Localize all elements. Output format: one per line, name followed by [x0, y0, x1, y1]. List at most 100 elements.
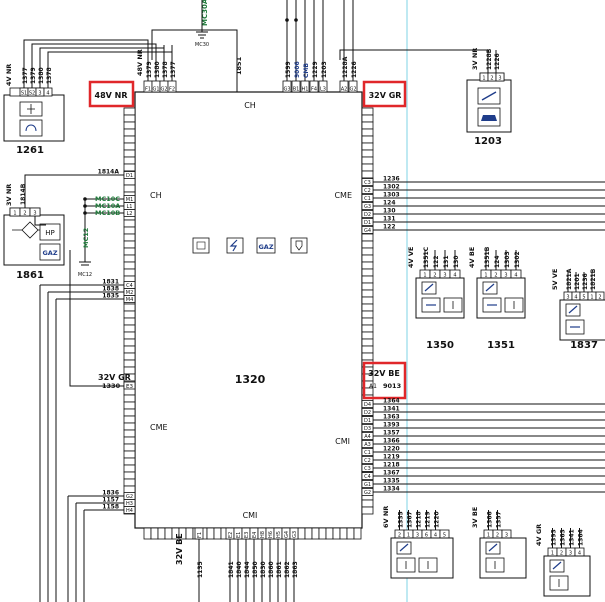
ecu-pin-left [123, 359, 136, 368]
right-wire-b-1363: 1363 [383, 414, 400, 421]
ecu-pin-left [123, 464, 136, 473]
gaz-text: GAZ [258, 243, 273, 251]
ecu-pin-bottom [206, 527, 215, 540]
ecu-pin-left [123, 247, 136, 256]
ecu-pin-right [361, 107, 374, 116]
connector-48v-nr-highlight[interactable] [88, 80, 135, 108]
connector-32v-be-pin: A1 [369, 383, 377, 390]
right-pin-C1-text: C1 [364, 196, 371, 202]
ecu-label-cme-right: CME [334, 191, 352, 200]
mc12-label: MC12 [82, 228, 90, 248]
component-1351-wire-124: 124 [494, 255, 501, 268]
bottom-pin-text-H8: H8 [260, 531, 266, 538]
ecu-pin-right [361, 170, 374, 179]
top-right-pin-L3-text: L3 [320, 87, 326, 93]
ecu-pin-left [123, 450, 136, 459]
bottom-pin-text-E3: E3 [244, 532, 250, 538]
component-3v-be-wire-1366: 1366 [487, 511, 494, 528]
ecu-pin-left [123, 408, 136, 417]
ecu-pin-left [123, 443, 136, 452]
component-1261-pin-S2-text: S2 [29, 91, 35, 97]
bottom-wire-1135: 1135 [197, 561, 204, 578]
top-pin-F2-text: F2 [169, 87, 175, 93]
component-1261-pin-3-text: 3 [38, 91, 41, 97]
right-wire-b-1341: 1341 [383, 406, 400, 413]
ecu-pin-right [361, 135, 374, 144]
ecu-pin-bottom [318, 527, 327, 540]
right-wire-b-1218: 1218 [383, 462, 400, 469]
ecu-id: 1320 [235, 373, 266, 386]
connector-48v-nr-label: 48V NR [95, 91, 128, 100]
ecu-pin-bottom [339, 527, 348, 540]
bottom-pin-text-F1: F1 [197, 532, 203, 538]
component-1261-id: 1261 [16, 145, 44, 156]
right-wire-b-1366: 1366 [383, 438, 400, 445]
ecu-pin-left [123, 233, 136, 242]
component-6v-nr-sensor-glyph [399, 543, 409, 552]
ecu-pin-left [123, 177, 136, 186]
left-pin-C4-text: C4 [126, 283, 133, 289]
right-wire-1236: 1236 [383, 176, 400, 183]
right-wire-b-1364: 1364 [383, 398, 400, 405]
component-6v-nr-wire-1220: 1220 [434, 511, 441, 528]
component-4v-gr-wire-1364: 1364 [578, 529, 585, 546]
top-right-pin-G3-text: G3 [283, 87, 290, 93]
hp-icon [39, 223, 61, 241]
bottom-wire-1840: 1840 [236, 561, 243, 578]
bottom-pin-text-E4: E4 [252, 532, 258, 538]
component-6v-nr-pin-1-text: 1 [407, 533, 410, 539]
right-pin-b-D2-text: D2 [364, 410, 371, 416]
component-6v-nr-pin-2-text: 2 [398, 533, 401, 539]
chip-icon [192, 237, 210, 254]
ecu-pin-left [123, 261, 136, 270]
right-pin-b-D4-text: D4 [364, 402, 371, 408]
top-right-wire-9006: 9006 [294, 61, 301, 78]
ecu-pin-left [123, 338, 136, 347]
component-1261-conn: 4V NR [5, 64, 13, 86]
bottom-wire-1862: 1862 [284, 561, 291, 578]
mc12-ground-label: MC12 [78, 272, 92, 278]
component-1350-sensor-glyph [424, 283, 434, 292]
ecu-pin-bottom [213, 527, 222, 540]
ecu-pin-right [361, 289, 374, 298]
left-pin-L1-text: L1 [127, 204, 133, 210]
component-1351-pin-3-text: 3 [504, 273, 507, 279]
component-6v-nr-pin-6-text: 6 [425, 533, 428, 539]
bottom-pin-text-E1: E1 [236, 532, 242, 538]
component-1261-wire-1380: 1380 [38, 67, 45, 84]
component-1837-wire-1821A: 1821A [566, 268, 573, 290]
left-pin-M2-text: M2 [126, 290, 134, 296]
top-wire-1378: 1378 [162, 61, 169, 78]
connector-32v-gr-highlight[interactable] [362, 80, 407, 108]
connector-32v-gr-left-pin: E3 [126, 384, 133, 390]
ecu-pin-left [123, 422, 136, 431]
ecu-label-cmi-right: CMI [335, 437, 350, 446]
component-3v-be-pin-3-text: 3 [505, 533, 508, 539]
ecu-pin-bottom [353, 527, 362, 540]
top-right-wire-1229: 1229 [312, 61, 319, 78]
ecu-pin-left [123, 345, 136, 354]
ecu-pin-bottom [164, 527, 173, 540]
ecu-pin-right [361, 142, 374, 151]
ecu-pin-left [123, 149, 136, 158]
component-1837-pin-4-text: 4 [574, 295, 577, 301]
component-1861[interactable]: HP GAZ 1861 3V NR [3, 184, 65, 281]
right-wire-124: 124 [383, 200, 396, 207]
component-1261-pin-4 [43, 87, 53, 97]
connector-32v-be-highlight[interactable] [362, 361, 407, 400]
right-pin-b-C3-text: C3 [364, 466, 371, 472]
junction-dot [285, 18, 289, 22]
component-1203-pin-1-text: 1 [482, 76, 485, 82]
top-right-wire-1599: 1599 [285, 61, 292, 78]
component-4v-gr-connector: 4V GR [535, 524, 543, 546]
component-1350-wire-1351C: 1351C [423, 246, 430, 268]
top-pin-G1-text: G1 [152, 87, 159, 93]
component-1861-pin-3-text: 3 [33, 211, 36, 217]
ecu-pin-right [361, 296, 374, 305]
